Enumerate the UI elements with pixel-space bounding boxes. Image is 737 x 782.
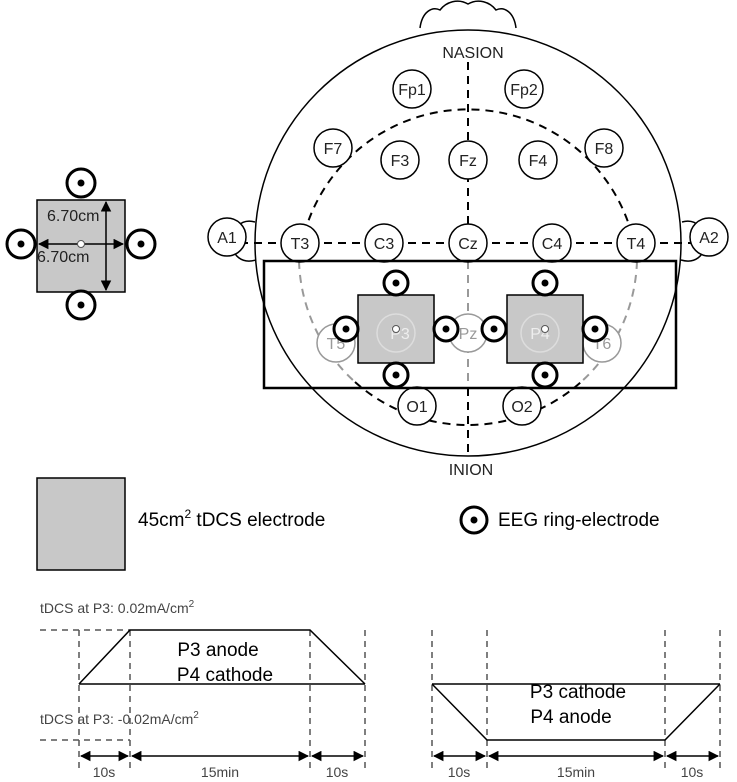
right-duration-ramp-up: 10s: [681, 764, 704, 780]
left-condition-line2: P4 cathode: [177, 665, 273, 686]
svg-text:O2: O2: [511, 399, 532, 416]
ring-p3-top: [382, 269, 410, 297]
inset-ring-left: [5, 228, 37, 260]
electrode-size-inset: 6.70cm 6.70cm: [5, 167, 157, 321]
svg-text:Cz: Cz: [458, 236, 478, 253]
nasion-label: NASION: [442, 45, 503, 62]
left-duration-ramp-up: 10s: [93, 764, 116, 780]
right-duration-main: 15min: [557, 764, 595, 780]
electrode-fp1: Fp1: [392, 69, 432, 109]
ring-p3-right: [432, 315, 460, 343]
svg-text:F4: F4: [529, 153, 548, 170]
head-map: Fp1 Fp2 F7 F3 Fz F4 F8 A1 T3 C3 Cz C4 T4…: [207, 0, 729, 480]
svg-text:F3: F3: [391, 153, 410, 170]
inset-ring-top: [65, 167, 97, 199]
stimulation-region-box: [262, 259, 678, 390]
left-duration-main: 15min: [201, 764, 239, 780]
waveform-left: P3 anode P4 cathode 10s 15min 10s: [40, 629, 366, 780]
electrode-f4: F4: [518, 140, 558, 180]
waveform-right: P3 cathode P4 anode 10s 15min 10s: [431, 630, 721, 780]
svg-text:Pz: Pz: [459, 326, 478, 343]
svg-text:T4: T4: [627, 236, 646, 253]
electrode-a1: A1: [207, 217, 247, 257]
nose-outline: [419, 0, 517, 29]
right-condition-line2: P4 anode: [530, 707, 611, 728]
svg-text:A2: A2: [699, 230, 719, 247]
right-condition-line1: P3 cathode: [530, 682, 626, 703]
electrode-c3: C3: [364, 223, 404, 263]
electrode-fz: Fz: [448, 140, 488, 180]
inion-label: INION: [449, 462, 493, 479]
electrode-pz: Pz: [448, 313, 488, 353]
svg-text:F8: F8: [595, 141, 614, 158]
ring-p4-right: [581, 315, 609, 343]
left-condition-line1: P3 anode: [177, 640, 258, 661]
protocol-diagram: tDCS at P3: 0.02mA/cm2 tDCS at P3: -0.02…: [40, 599, 721, 780]
protocol-lower-label: tDCS at P3: -0.02mA/cm2: [40, 710, 199, 727]
legend-tdcs-swatch: [36, 477, 126, 571]
electrode-f7: F7: [313, 128, 353, 168]
ring-p4-top: [531, 269, 559, 297]
svg-text:F7: F7: [324, 141, 343, 158]
svg-text:Fz: Fz: [459, 153, 477, 170]
legend-tdcs-label: 45cm2 tDCS electrode: [138, 507, 325, 531]
electrode-o1: O1: [397, 386, 437, 426]
protocol-upper-label: tDCS at P3: 0.02mA/cm2: [40, 599, 195, 616]
svg-text:C4: C4: [542, 236, 563, 253]
inset-ring-right: [125, 228, 157, 260]
ring-p3-bottom: [382, 361, 410, 389]
svg-text:C3: C3: [374, 236, 395, 253]
svg-text:O1: O1: [406, 399, 427, 416]
right-duration-ramp-down: 10s: [448, 764, 471, 780]
svg-text:Fp1: Fp1: [398, 82, 426, 99]
left-duration-ramp-down: 10s: [326, 764, 349, 780]
legend-eeg-label: EEG ring-electrode: [498, 510, 660, 531]
electrode-t3: T3: [280, 223, 320, 263]
inset-ring-bottom: [65, 289, 97, 321]
electrode-cz: Cz: [448, 223, 488, 263]
inset-width-label: 6.70cm: [47, 208, 99, 225]
svg-text:A1: A1: [217, 230, 237, 247]
electrode-o2: O2: [502, 386, 542, 426]
svg-text:Fp2: Fp2: [510, 82, 538, 99]
electrode-c4: C4: [532, 223, 572, 263]
inner-dashed-arc-lower: [298, 260, 356, 383]
electrode-f3: F3: [380, 140, 420, 180]
legend: 45cm2 tDCS electrode EEG ring-electrode: [36, 477, 660, 571]
ring-p4-bottom: [531, 361, 559, 389]
legend-eeg-ring-icon: [459, 505, 489, 535]
electrode-t4: T4: [616, 223, 656, 263]
ring-p3-left: [332, 315, 360, 343]
electrode-fp2: Fp2: [504, 69, 544, 109]
inner-dashed-arc-upper: [298, 108, 638, 262]
ring-p4-left: [480, 315, 508, 343]
electrode-a2: A2: [689, 217, 729, 257]
inset-height-label: 6.70cm: [37, 249, 89, 266]
electrode-f8: F8: [584, 128, 624, 168]
svg-text:T3: T3: [291, 236, 310, 253]
